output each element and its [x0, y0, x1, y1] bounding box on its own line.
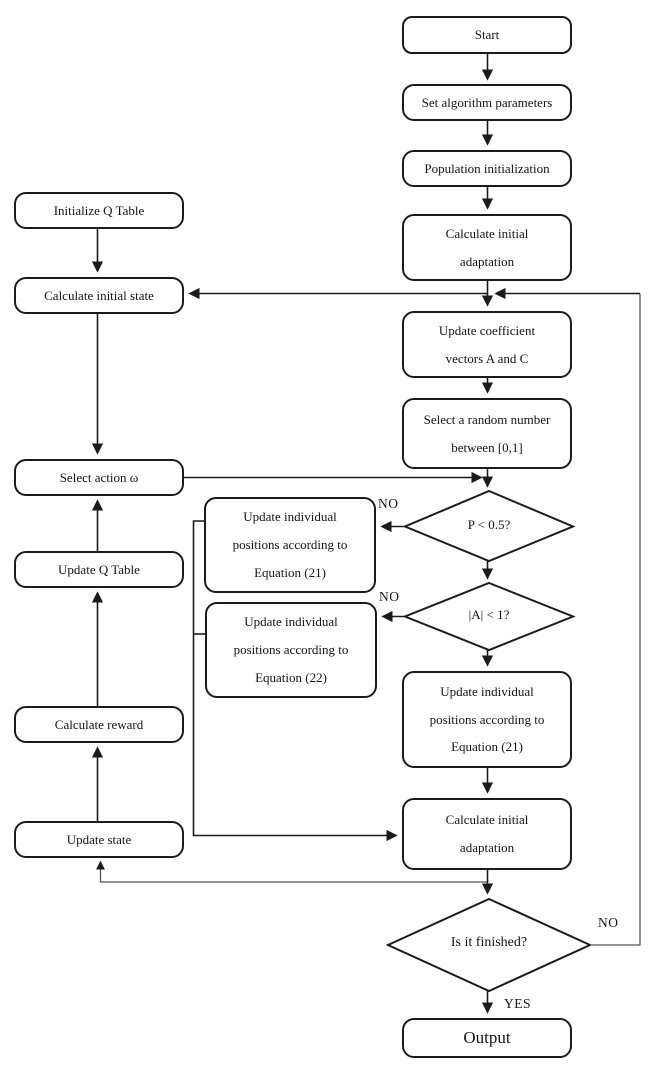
node-update-state: Update state — [14, 821, 184, 858]
node-update-coeff: Update coefficient vectors A and C — [402, 311, 572, 378]
node-select-action: Select action ω — [14, 459, 184, 496]
node-start: Start — [402, 16, 572, 54]
node-calc-adaptation-1-label: Calculate initial adaptation — [445, 225, 529, 269]
edge-label-no-finished: NO — [598, 915, 619, 930]
node-output-label: Output — [463, 1027, 511, 1047]
decision-diamond-a — [402, 581, 576, 652]
node-select-random-label: Select a random number between [0,1] — [423, 411, 551, 455]
node-calc-reward: Calculate reward — [14, 706, 184, 743]
node-output: Output — [402, 1018, 572, 1058]
node-calc-initial-state: Calculate initial state — [14, 277, 184, 314]
node-eq21-main-label: Update individual positions according to… — [429, 683, 545, 755]
node-select-random: Select a random number between [0,1] — [402, 398, 572, 469]
node-calc-reward-label: Calculate reward — [54, 716, 144, 732]
node-calc-initial-state-label: Calculate initial state — [44, 287, 154, 303]
node-start-label: Start — [474, 27, 500, 43]
edge-label-no-p: NO — [378, 496, 399, 511]
decision-p-label: P < 0.5? — [467, 517, 511, 532]
node-set-params: Set algorithm parameters — [402, 84, 572, 121]
edge-adaptation2-to-update-state — [95, 860, 488, 883]
node-population-init: Population initialization — [402, 150, 572, 187]
node-eq21-side-label: Update individual positions according to… — [232, 509, 348, 580]
node-eq22-side-label: Update individual positions according to… — [233, 614, 349, 685]
edge-label-no-a: NO — [379, 589, 400, 604]
edge-finished-no-loop — [590, 293, 641, 946]
edge-eqboxes-to-adapt2 — [192, 520, 398, 842]
node-eq21-side: Update individual positions according to… — [204, 497, 376, 593]
edge-label-yes: YES — [504, 996, 532, 1011]
node-initialize-q-table: Initialize Q Table — [14, 192, 184, 229]
decision-finished-label: Is it finished? — [450, 935, 528, 950]
node-update-state-label: Update state — [66, 831, 132, 847]
node-eq22-side: Update individual positions according to… — [205, 602, 377, 698]
node-update-q-table-label: Update Q Table — [58, 561, 140, 577]
decision-diamond-finished — [385, 897, 593, 993]
node-population-init-label: Population initialization — [424, 160, 550, 176]
node-set-params-label: Set algorithm parameters — [421, 94, 553, 110]
node-select-action-label: Select action ω — [59, 469, 139, 485]
node-calc-adaptation-1: Calculate initial adaptation — [402, 214, 572, 281]
node-update-coeff-label: Update coefficient vectors A and C — [438, 322, 536, 366]
node-eq21-main: Update individual positions according to… — [402, 671, 572, 768]
node-initialize-q-table-label: Initialize Q Table — [53, 202, 145, 218]
decision-diamond-p — [402, 489, 576, 563]
node-calc-adaptation-2-label: Calculate initial adaptation — [445, 812, 529, 855]
node-calc-adaptation-2: Calculate initial adaptation — [402, 798, 572, 870]
node-update-q-table: Update Q Table — [14, 551, 184, 588]
decision-a-label: |A| < 1? — [468, 607, 510, 622]
